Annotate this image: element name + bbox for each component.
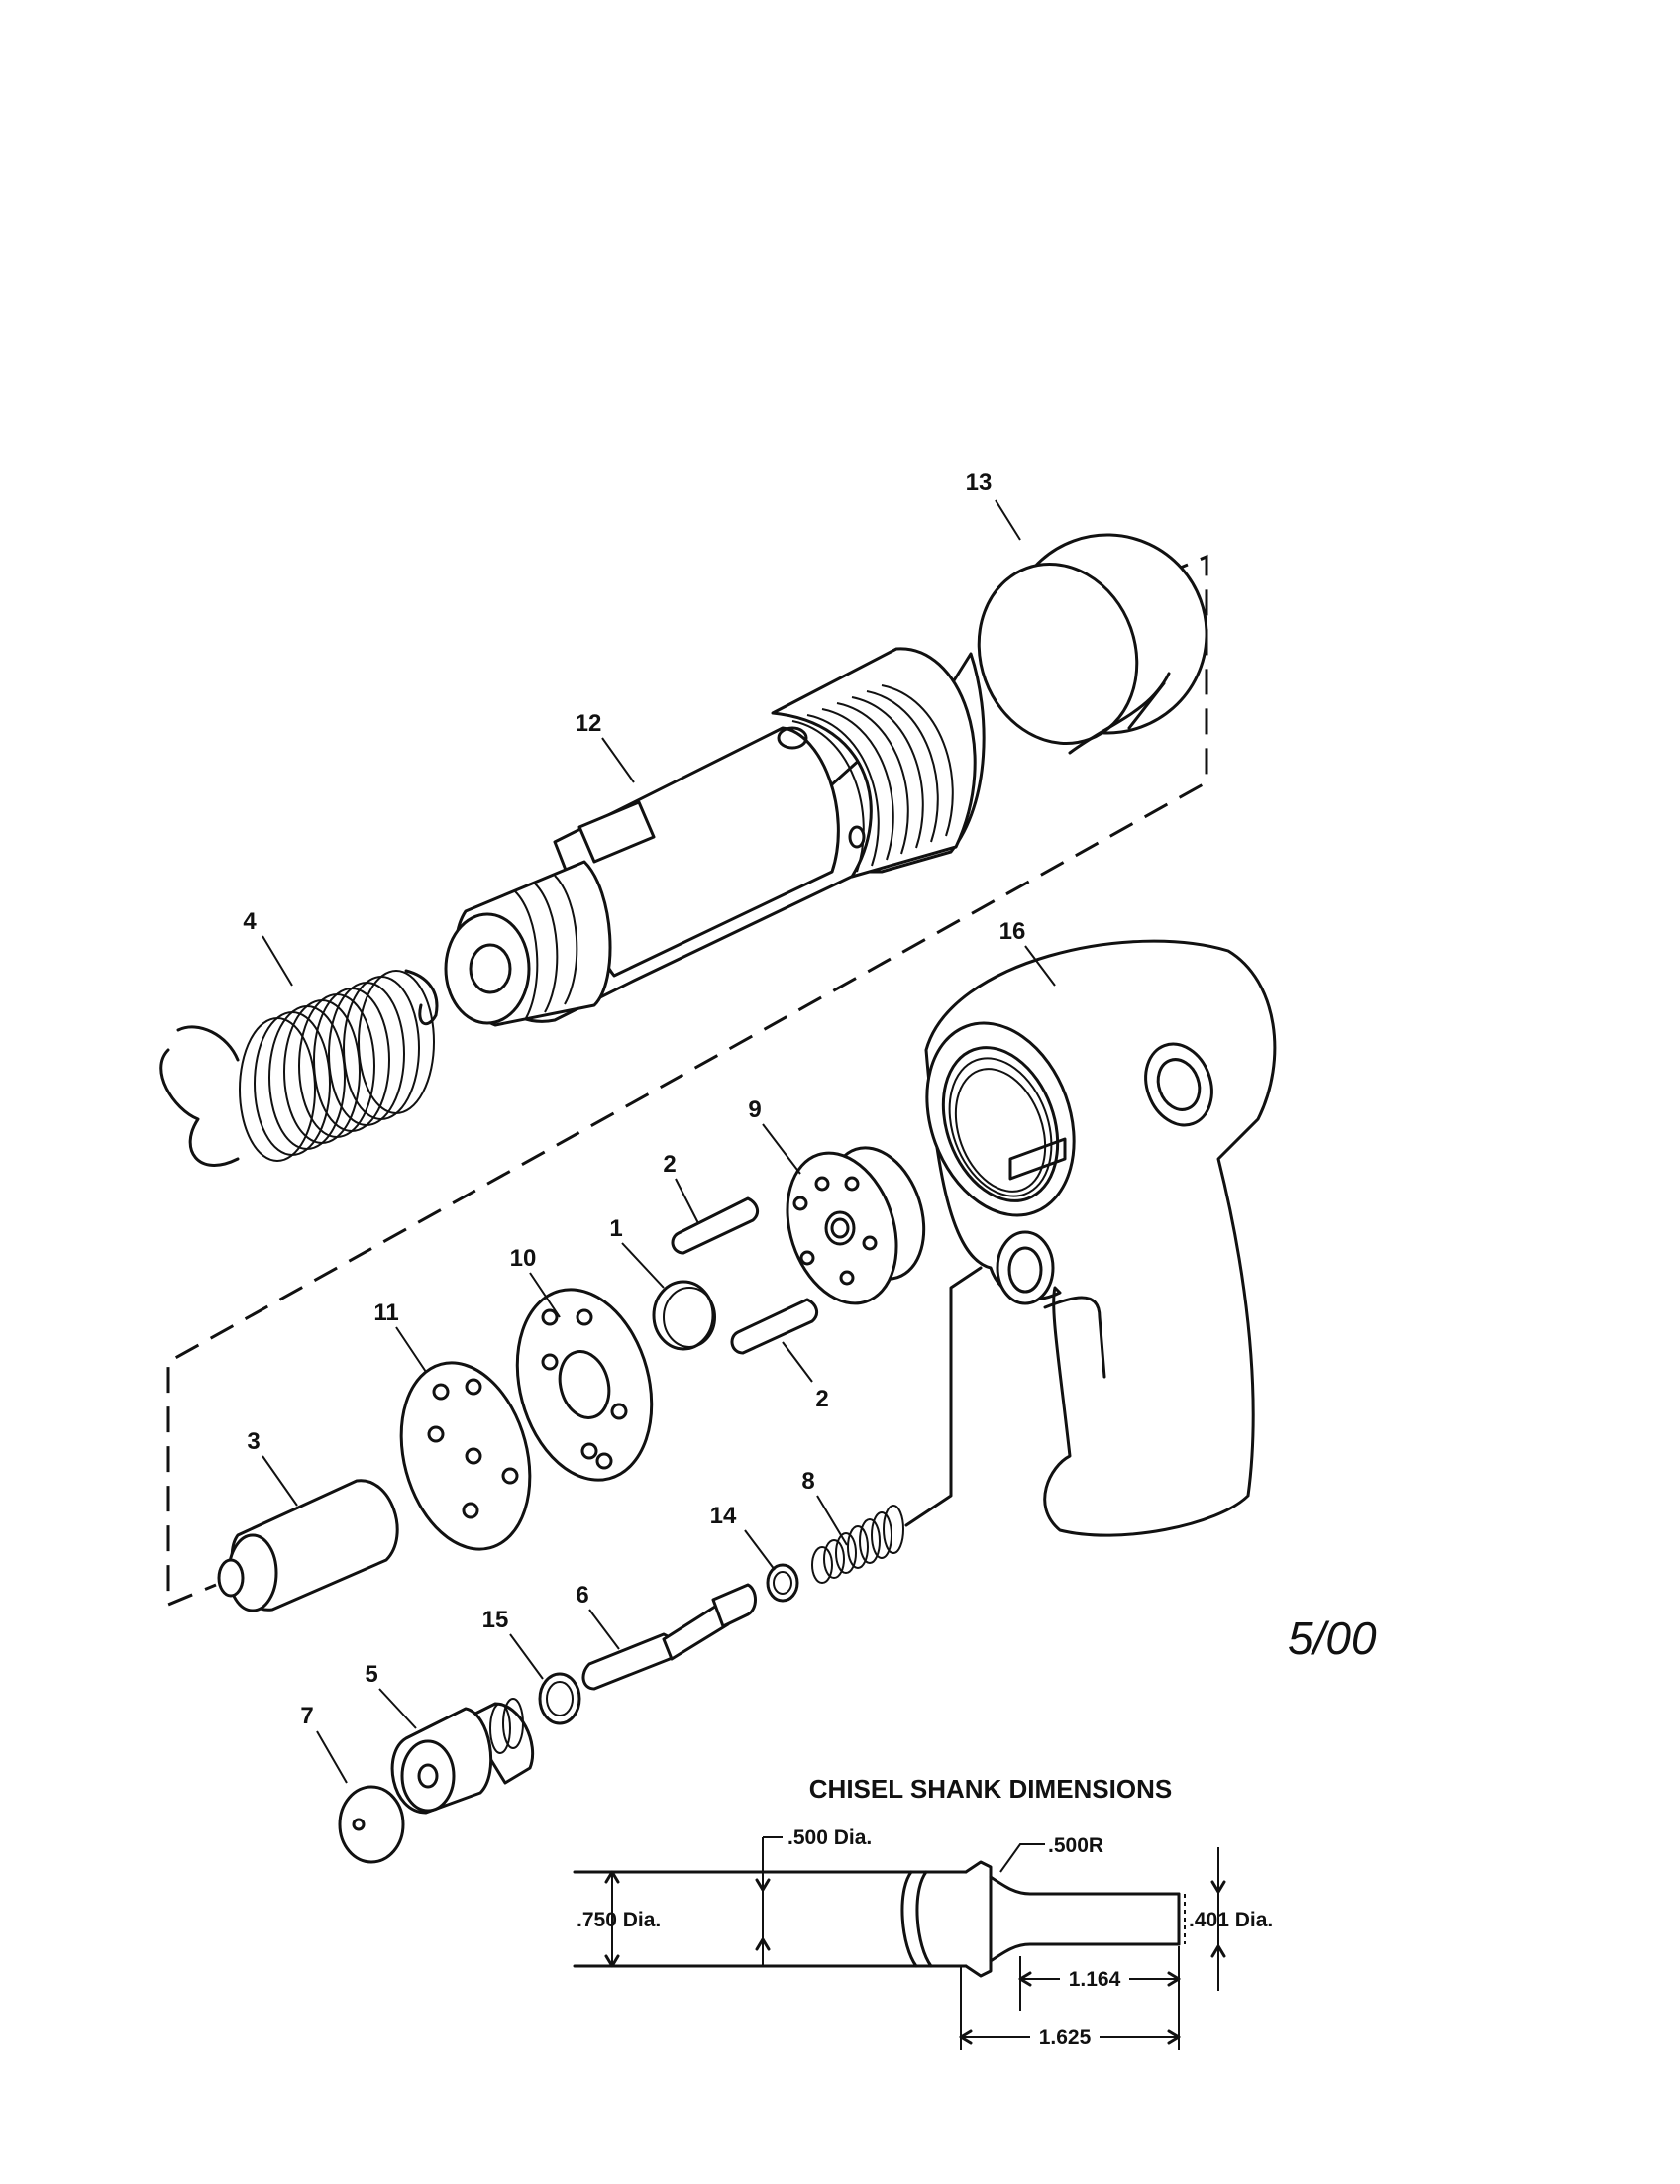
callout-15: 15: [482, 1607, 509, 1633]
callout-2-lower: 2: [815, 1386, 828, 1412]
barrel-threads: [791, 684, 954, 873]
dim-500-dia: .500 Dia.: [788, 1826, 872, 1849]
callout-3: 3: [247, 1428, 260, 1455]
dim-500-radius: .500R: [1048, 1834, 1103, 1857]
part-9-valve-block: [786, 1146, 926, 1305]
dim-1164-length: 1.164: [1069, 1968, 1121, 1991]
callout-1: 1: [609, 1215, 622, 1242]
shank-title: CHISEL SHANK DIMENSIONS: [809, 1774, 1172, 1804]
part-5-valve-cap: [390, 1698, 535, 1815]
part-14-o-ring: [766, 1563, 799, 1603]
callout-8: 8: [801, 1468, 814, 1495]
handle-bore-threads: [948, 1057, 1053, 1197]
part-2-pin-lower: [730, 1298, 819, 1355]
part-8-valve-spring: [811, 1266, 983, 1584]
callout-14: 14: [710, 1503, 737, 1529]
part-7-cap: [338, 1785, 405, 1864]
part-6-throttle-valve: [581, 1583, 757, 1691]
part-11-cylinder-plate: [399, 1361, 532, 1551]
callout-5: 5: [365, 1661, 377, 1688]
part-15-o-ring: [538, 1672, 581, 1725]
callout-labels: 13 12 4 16 9 2 1 10 11 2 3 8 14 6 15 5 7: [243, 469, 1025, 1729]
part-12-barrel: [444, 647, 986, 1027]
chisel-shank-dimensions: CHISEL SHANK DIMENSIONS .750 Dia. .500 D…: [573, 1774, 1273, 2050]
valve-cap-threads: [489, 1698, 524, 1754]
callout-leaders: [262, 499, 1056, 1784]
part-2-pin-upper: [671, 1196, 760, 1255]
dim-750-dia: .750 Dia.: [577, 1909, 661, 1931]
assembly-boundary-dashed: [166, 554, 1208, 1608]
callout-2-upper: 2: [663, 1151, 676, 1178]
callout-13: 13: [966, 469, 993, 496]
callout-7: 7: [300, 1703, 313, 1729]
front-threads: [514, 875, 578, 1021]
part-4-retainer-spring: [159, 969, 439, 1167]
dim-1625-length: 1.625: [1039, 2027, 1092, 2049]
callout-9: 9: [748, 1096, 761, 1123]
dim-401-dia: .401 Dia.: [1189, 1909, 1273, 1931]
part-10-valve-plate: [515, 1288, 654, 1482]
callout-11: 11: [373, 1300, 398, 1326]
part-1-valve-disc: [652, 1280, 716, 1351]
part-3-piston: [217, 1479, 399, 1612]
callout-10: 10: [510, 1245, 537, 1272]
part-16-handle: [924, 939, 1277, 1537]
callout-6: 6: [576, 1582, 588, 1609]
spring-coils: [239, 970, 435, 1162]
callout-16: 16: [999, 918, 1026, 945]
revision-date: 5/00: [1288, 1612, 1377, 1664]
callout-4: 4: [243, 908, 257, 935]
callout-12: 12: [576, 710, 602, 737]
part-13-retainer-ring: [977, 533, 1208, 755]
